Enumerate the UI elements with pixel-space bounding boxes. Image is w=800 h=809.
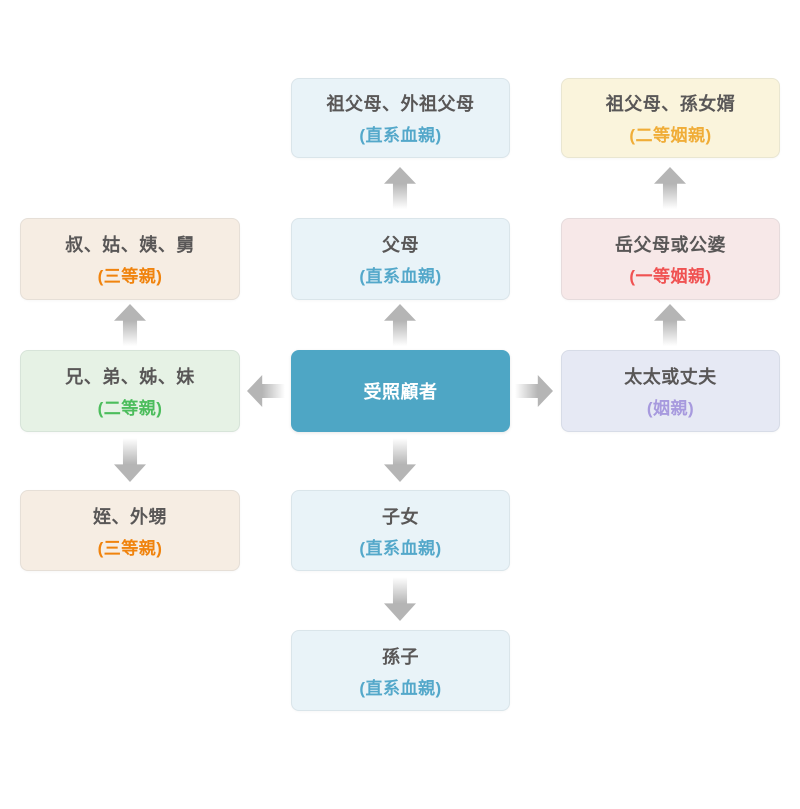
node-label: 父母: [382, 235, 419, 255]
node-nephews-nieces: 姪、外甥 (三等親): [20, 490, 240, 571]
node-sublabel: (二等姻親): [629, 126, 712, 145]
node-sublabel: (二等親): [97, 399, 163, 418]
node-sublabel: (三等親): [97, 538, 163, 558]
node-grandparents-inlaw: 祖父母、孫女婿 (二等姻親): [561, 78, 780, 158]
node-spouse: 太太或丈夫 (姻親): [561, 350, 780, 432]
node-care-recipient: 受照顧者: [291, 350, 510, 432]
node-sublabel: (一等姻親): [629, 267, 712, 286]
arrow-down-icon: [114, 438, 146, 482]
node-sublabel: (直系血親): [359, 126, 442, 145]
arrow-up-icon: [384, 304, 416, 346]
node-grandparents-direct: 祖父母、外祖父母 (直系血親): [291, 78, 510, 158]
node-siblings: 兄、弟、姊、妹 (二等親): [20, 350, 240, 432]
arrow-up-icon: [654, 304, 686, 346]
arrow-left-icon: [247, 375, 285, 407]
node-label: 祖父母、孫女婿: [605, 94, 736, 114]
arrow-down-icon: [384, 438, 416, 482]
node-label: 叔、姑、姨、舅: [65, 235, 195, 255]
node-label: 子女: [382, 506, 419, 527]
node-sublabel: (直系血親): [359, 678, 442, 698]
node-sublabel: (三等親): [97, 267, 163, 286]
arrow-up-icon: [114, 304, 146, 346]
arrow-right-icon: [515, 375, 553, 407]
node-sublabel: (直系血親): [359, 267, 442, 286]
node-parents-inlaw: 岳父母或公婆 (一等姻親): [561, 218, 780, 300]
node-label: 岳父母或公婆: [615, 235, 726, 255]
node-parents: 父母 (直系血親): [291, 218, 510, 300]
node-label: 兄、弟、姊、妹: [65, 367, 195, 387]
node-label: 孫子: [382, 646, 419, 667]
node-label: 受照顧者: [363, 382, 438, 402]
node-grandchildren: 孫子 (直系血親): [291, 630, 510, 711]
node-label: 祖父母、外祖父母: [326, 94, 475, 114]
node-label: 姪、外甥: [93, 506, 167, 527]
node-sublabel: (姻親): [646, 399, 695, 418]
node-label: 太太或丈夫: [624, 367, 717, 387]
node-uncles-aunts: 叔、姑、姨、舅 (三等親): [20, 218, 240, 300]
node-children: 子女 (直系血親): [291, 490, 510, 571]
arrow-up-icon: [384, 167, 416, 209]
arrow-up-icon: [654, 167, 686, 209]
node-sublabel: (直系血親): [359, 538, 442, 558]
arrow-down-icon: [384, 577, 416, 621]
